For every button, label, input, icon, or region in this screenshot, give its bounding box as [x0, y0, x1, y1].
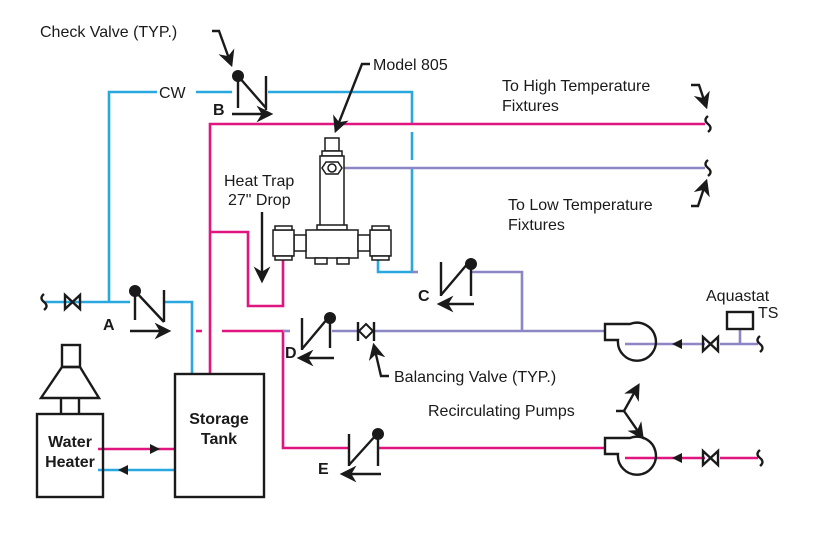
balancing-valve-label: Balancing Valve (TYP.) [394, 369, 556, 386]
cw-label: CW [159, 85, 187, 102]
check-valve-b[interactable] [232, 70, 274, 123]
tempered-water-piping [283, 166, 758, 346]
low-temp-label-2: Fixtures [508, 217, 565, 234]
high-temp-label-1: To High Temperature [502, 78, 650, 95]
pipe-break-icon [704, 115, 712, 133]
flow-arrow-icon [150, 444, 160, 454]
hot-return-pipe [222, 329, 348, 450]
check-valve-hinge-icon [232, 70, 244, 82]
gate-valve-icon[interactable] [701, 334, 720, 354]
valve-tag-d: D [285, 345, 297, 362]
balancing-valve-icon[interactable] [356, 322, 376, 341]
storage-tank-label-1: Storage [189, 411, 249, 428]
recirculating-pump-hot[interactable] [603, 435, 658, 476]
check-valve-hinge-icon [129, 285, 141, 297]
tempered-loop-c [472, 270, 524, 331]
pipe-break-icon [40, 293, 48, 311]
water-heater-label-1: Water [48, 434, 92, 451]
flue-stack-icon [60, 343, 82, 369]
heat-trap-label-2: 27" Drop [228, 192, 291, 209]
check-valve-hinge-icon [465, 258, 477, 270]
recirc-pumps-label: Recirculating Pumps [428, 403, 575, 420]
water-heater[interactable] [35, 343, 105, 499]
check-valve-a[interactable] [129, 285, 172, 340]
valve-tag-a: A [103, 317, 115, 334]
gate-valve-icon[interactable] [63, 292, 82, 312]
pipe-break-icon [704, 159, 712, 177]
gate-valve-icon[interactable] [701, 448, 720, 468]
low-temp-label-1: To Low Temperature [508, 197, 653, 214]
ts-label: TS [758, 305, 778, 322]
high-temp-label-2: Fixtures [502, 98, 559, 115]
check-valve-hinge-icon [372, 428, 384, 440]
flow-arrow-icon [672, 339, 682, 349]
pipe-break-icons [40, 115, 764, 467]
flue-hood-icon [38, 365, 102, 400]
check-valve-hinge-icon [324, 312, 336, 324]
storage-tank-label-2: Tank [201, 431, 237, 448]
heat-trap-label-1: Heat Trap [224, 173, 294, 190]
cw-down-to-mixing-valve [376, 168, 414, 274]
pump-icon [603, 435, 658, 476]
cw-to-tank-pipe [165, 300, 194, 374]
check-valve-c[interactable] [436, 258, 477, 313]
water-heater-label-2: Heater [45, 454, 95, 471]
heat-trap-pipe [210, 230, 285, 308]
check-valve-e[interactable] [339, 428, 384, 483]
storage-tank[interactable] [173, 372, 266, 499]
valve-tag-b: B [213, 102, 225, 119]
valve-tag-e: E [318, 461, 329, 478]
leader-arrows [212, 29, 710, 440]
flow-arrow-icon [672, 453, 682, 463]
check-valve-label: Check Valve (TYP.) [40, 24, 177, 41]
cw-riser-pipe [107, 90, 157, 302]
aquastat-sensor-icon[interactable] [725, 310, 755, 331]
recirculating-pump-tempered[interactable] [603, 321, 658, 362]
aquastat-label: Aquastat [706, 288, 770, 305]
flow-arrow-icon [118, 465, 128, 475]
cw-top-pipe-right [268, 90, 414, 125]
pipe-break-icon [756, 449, 764, 467]
pump-icon [603, 321, 658, 362]
model-label: Model 805 [373, 57, 448, 74]
cold-water-piping [44, 90, 414, 472]
check-valve-d[interactable] [296, 312, 336, 367]
pipe-break-icon [756, 335, 764, 353]
valve-tag-c: C [418, 288, 430, 305]
hot-supply-main [208, 122, 705, 374]
thermostatic-mixing-valve-icon[interactable] [272, 137, 392, 265]
